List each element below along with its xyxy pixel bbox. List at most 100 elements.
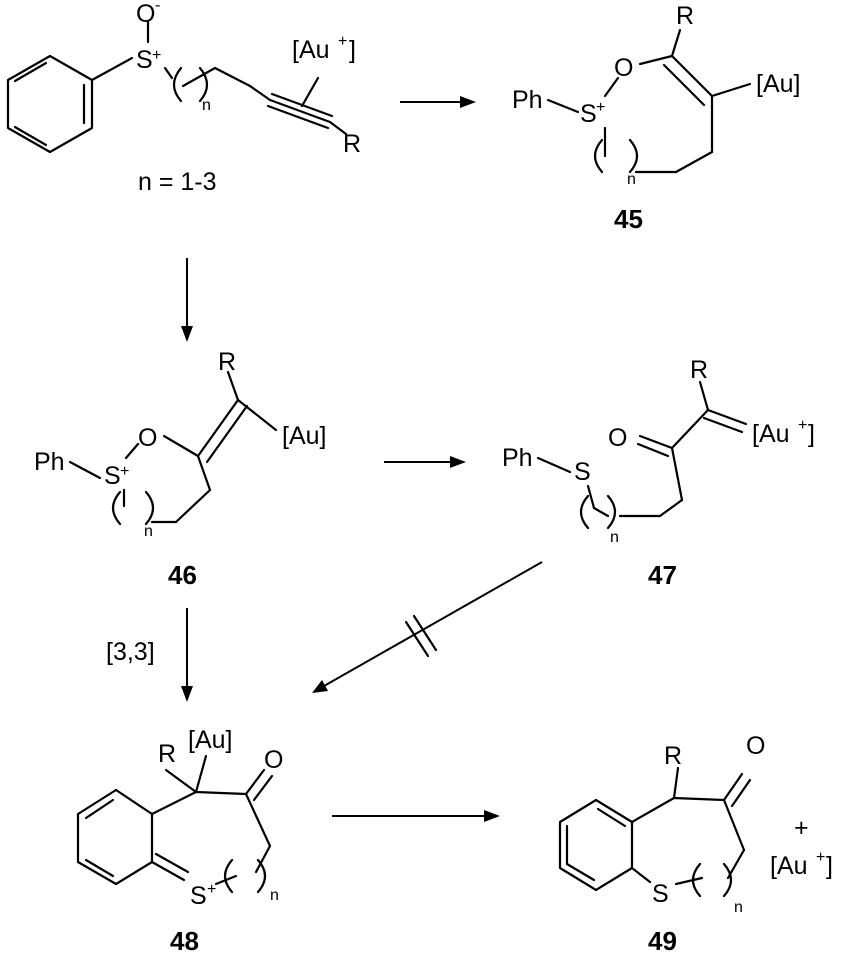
atom-o: O xyxy=(264,746,283,774)
ring-bond xyxy=(244,792,272,848)
compound-number-49: 49 xyxy=(648,926,677,956)
atom-ph: Ph xyxy=(502,444,533,472)
charge-plus: + xyxy=(798,417,807,434)
cyclohexadiene-ring xyxy=(76,788,154,886)
bond-c-au xyxy=(194,754,208,794)
bond-c-r xyxy=(164,768,198,794)
bond-alkyne-r xyxy=(328,120,348,136)
condition-n-range: n = 1-3 xyxy=(138,168,217,196)
atom-r: R xyxy=(218,348,236,376)
paren-close xyxy=(628,138,639,174)
subscript-n: n xyxy=(610,529,619,546)
bond-s-o xyxy=(124,442,140,460)
double-bond xyxy=(670,54,714,98)
carbonyl-double-bond xyxy=(638,434,674,450)
ring-bond xyxy=(674,150,714,174)
subscript-n: n xyxy=(627,171,636,188)
svg-text:]: ] xyxy=(808,420,815,448)
atom-o: O xyxy=(746,732,765,760)
double-bond xyxy=(196,398,240,458)
bond-s-o xyxy=(603,76,620,98)
charge-plus: + xyxy=(816,849,825,866)
chain-bond xyxy=(670,408,710,450)
ring-bond xyxy=(722,798,746,852)
ring-bond xyxy=(214,874,238,886)
atom-o-minus: O xyxy=(136,0,155,28)
charge-plus: + xyxy=(120,463,129,480)
ring-bond xyxy=(196,454,212,492)
gold-cation-label: [Au xyxy=(770,852,808,880)
bond-c-au xyxy=(710,82,752,98)
ring-bond xyxy=(672,796,726,802)
bond-ph-s xyxy=(68,460,102,480)
ring-bond xyxy=(150,790,198,816)
ring-bond xyxy=(194,790,248,796)
subscript-n: n xyxy=(144,523,153,540)
bond-ph-s xyxy=(90,56,134,82)
carbonyl-double-bond xyxy=(722,772,744,802)
phenyl-ring xyxy=(6,54,94,154)
bond-o-c xyxy=(638,54,674,66)
c-s-double-bond xyxy=(150,860,186,882)
charge-plus: + xyxy=(152,47,161,64)
charge-plus: + xyxy=(596,99,605,116)
paren-open xyxy=(579,494,590,530)
carbonyl-double-bond xyxy=(244,768,266,796)
condition-sigmatropic: [3,3] xyxy=(106,638,155,666)
paren-open xyxy=(593,138,604,174)
compound-48: S + R [Au] O n 48 xyxy=(76,726,283,956)
atom-au: [Au] xyxy=(282,422,326,450)
byproduct-gold-cation: + [Au + ] xyxy=(770,814,833,880)
bond-o-c xyxy=(162,434,200,458)
atom-o: O xyxy=(614,54,633,82)
chain-bond xyxy=(670,446,684,502)
paren-close xyxy=(606,494,617,530)
atom-o: O xyxy=(138,424,157,452)
benzene-ring xyxy=(558,798,634,892)
au-coordination xyxy=(300,76,320,108)
charge-plus: + xyxy=(207,881,216,898)
arrow-to-49 xyxy=(332,810,500,822)
svg-text:]: ] xyxy=(349,36,356,64)
chain-bond xyxy=(248,84,272,102)
compound-number-46: 46 xyxy=(168,560,197,590)
bond-c-r xyxy=(672,766,680,800)
ring-bond xyxy=(630,796,676,824)
ring-bond xyxy=(674,876,704,886)
atom-s: S xyxy=(652,880,669,908)
paren-close xyxy=(722,862,733,898)
paren-open xyxy=(172,66,183,103)
bond-c-r xyxy=(670,28,682,58)
arrow-to-45 xyxy=(400,96,476,108)
ring-bond xyxy=(630,866,652,884)
arrow-to-48 xyxy=(181,608,193,702)
paren-close xyxy=(198,66,209,103)
atom-r: R xyxy=(676,2,694,30)
chain-bond xyxy=(586,484,596,510)
compound-45: Ph S + O R [Au] n 45 xyxy=(512,2,800,234)
alkyne-triple-bond xyxy=(266,92,334,130)
atom-au: [Au] xyxy=(188,726,232,754)
paren-open xyxy=(111,490,122,526)
atom-o: O xyxy=(608,424,627,452)
chain-bond xyxy=(658,498,684,518)
atom-r: R xyxy=(690,356,708,384)
svg-text:]: ] xyxy=(826,852,833,880)
charge-minus: - xyxy=(155,0,160,14)
blocked-arrow-47-to-48 xyxy=(312,561,543,693)
compound-49: R O S n 49 xyxy=(558,732,765,956)
atom-s-plus: S xyxy=(104,462,121,490)
atom-au-cation: [Au xyxy=(752,420,790,448)
atom-r: R xyxy=(664,742,682,770)
atom-ph: Ph xyxy=(34,448,65,476)
subscript-n: n xyxy=(202,97,211,114)
ring-bond xyxy=(174,488,212,524)
atom-au: [Au] xyxy=(756,70,800,98)
atom-r: R xyxy=(158,740,176,768)
bond-s-ch2 xyxy=(163,66,174,80)
chain-bond xyxy=(181,66,217,88)
subscript-n: n xyxy=(270,887,279,904)
compound-number-45: 45 xyxy=(614,204,643,234)
compound-number-47: 47 xyxy=(648,560,677,590)
